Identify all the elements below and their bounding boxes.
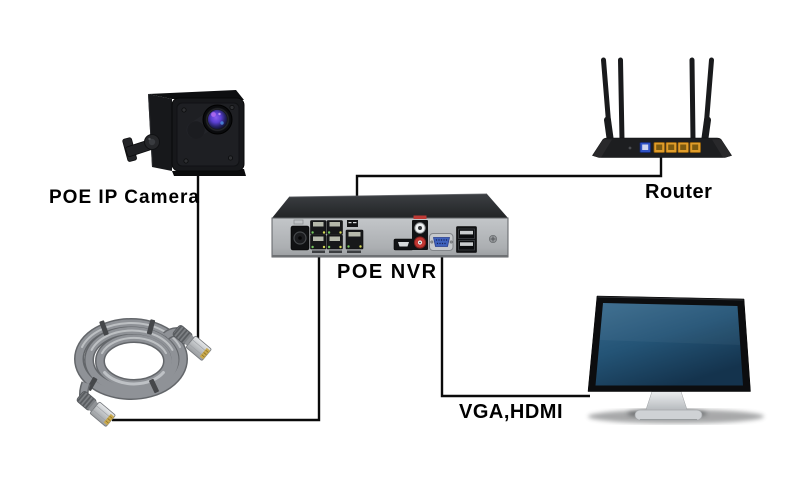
nvr-hdmi-port <box>393 238 414 251</box>
monitor-screen-sheen <box>600 303 740 345</box>
lens-glint-blue <box>220 121 224 125</box>
nvr-to-monitor-line <box>440 251 590 398</box>
nvr-power-jack <box>290 219 310 251</box>
bracket-knob-center <box>148 138 156 146</box>
router-label: Router <box>645 181 713 203</box>
nvr-usb-ports <box>456 226 477 253</box>
camera-mount-bracket <box>122 134 160 162</box>
monitor-bezel-highlight <box>597 296 744 301</box>
camera-side-highlight <box>148 94 153 167</box>
camera-screws <box>181 105 235 164</box>
nvr-uplink-port <box>345 220 364 253</box>
ethernet-cable <box>74 318 213 428</box>
cable-coil <box>74 318 188 400</box>
router-power-led <box>628 146 632 150</box>
nvr-vga-port <box>429 233 454 251</box>
router-left-wing <box>592 139 612 158</box>
poe-ip-camera <box>122 90 246 176</box>
router-antennas <box>601 57 714 143</box>
poe-nvr <box>271 193 509 258</box>
monitor-screen <box>595 303 743 386</box>
nvr-ground-screw <box>488 234 497 243</box>
router-wan-port <box>639 142 651 153</box>
bracket-knob-glint <box>148 137 151 141</box>
nvr-poe-ports <box>310 220 343 253</box>
monitor-ports-label: VGA,HDMI <box>459 401 563 423</box>
camera-lens-barrel-base <box>187 121 205 139</box>
lens-glint-purple <box>211 112 216 117</box>
nvr-bottom-edge <box>272 255 508 257</box>
nvr-top-edge-highlight <box>288 193 488 198</box>
camera-lens <box>202 104 233 135</box>
lens-glint-white <box>218 112 221 116</box>
router-lan-ports <box>653 142 701 153</box>
camera-side-face <box>148 94 172 171</box>
cable-to-nvr-line <box>112 249 321 422</box>
monitor <box>587 295 764 424</box>
router-right-wing <box>712 139 732 158</box>
camera-label: POE IP Camera <box>49 187 201 208</box>
router <box>592 57 732 158</box>
connection-lines <box>112 152 663 422</box>
cable-ties <box>86 319 159 394</box>
nvr-audio-rca-jacks <box>412 215 428 250</box>
monitor-stand-neck <box>644 391 689 413</box>
monitor-stand-base <box>634 409 703 421</box>
nvr-top-case <box>272 194 508 218</box>
nvr-label: POE NVR <box>337 261 438 283</box>
